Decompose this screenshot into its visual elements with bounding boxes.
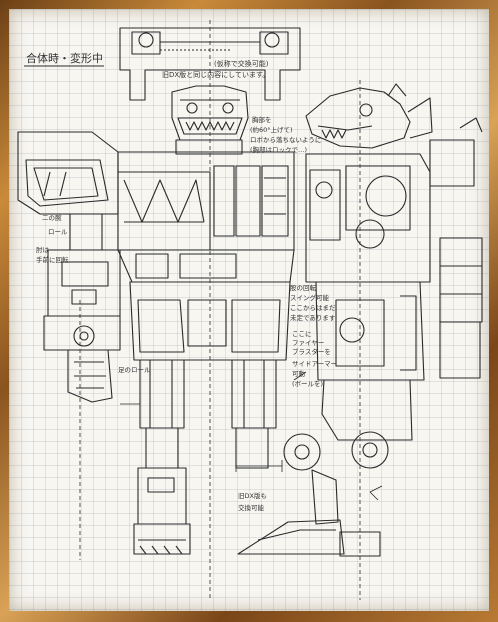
front-left-shoulder xyxy=(17,131,119,215)
graph-paper-sheet xyxy=(9,9,489,611)
note-hip-1: 股の回転 xyxy=(290,284,317,292)
side-torso xyxy=(305,117,483,379)
note-arm-1: 肘は xyxy=(36,245,50,254)
note-hip-4: 未定であります xyxy=(290,313,336,322)
note-hip-2: スイング可能 xyxy=(290,293,330,302)
note-side-3: ブラスターを xyxy=(292,347,331,356)
note-leg-2: 交換可能 xyxy=(238,503,265,512)
note-chest-3: ロボから落ちないように xyxy=(250,135,321,144)
top-fold-unit xyxy=(119,27,301,101)
center-lines xyxy=(79,20,361,600)
note-knee: 足のロール xyxy=(118,366,151,374)
front-head xyxy=(171,85,249,155)
note-same-as-dx: 旧DX版と同じ内容にしています。 xyxy=(162,70,269,79)
side-head xyxy=(305,83,433,149)
note-side-2: ファイヤー xyxy=(292,339,324,347)
note-hip-3: ここからはまだ xyxy=(290,304,336,312)
note-roll: ロール xyxy=(48,228,68,236)
front-torso xyxy=(117,151,295,283)
note-chest-2: (約60°上げて) xyxy=(250,125,293,134)
sheet-title: 合体時・変形中 xyxy=(26,51,103,65)
dimension-lines xyxy=(120,371,383,501)
note-fold-top: (仮称で交換可能) xyxy=(214,59,269,68)
side-legs xyxy=(237,281,425,557)
front-left-arm xyxy=(43,213,121,403)
annotations: 胸部を (約60°上げて) ロボから落ちないように (胸部はロックで…) 二の腕… xyxy=(36,115,337,512)
note-side-1: ここに xyxy=(292,330,312,338)
note-joint: 二の腕 xyxy=(42,213,62,222)
front-legs xyxy=(129,281,291,555)
note-side-5: 可動 xyxy=(292,369,306,378)
note-leg-1: 旧DX版も xyxy=(238,491,267,500)
note-arm-2: 手前に回転 xyxy=(36,255,69,264)
note-chest-1: 胸部を xyxy=(252,115,272,124)
note-chest-4: (胸部はロックで…) xyxy=(250,145,307,154)
note-side-4: サイドアーマー xyxy=(292,360,337,368)
note-side-6: (ボールを) xyxy=(292,380,323,388)
